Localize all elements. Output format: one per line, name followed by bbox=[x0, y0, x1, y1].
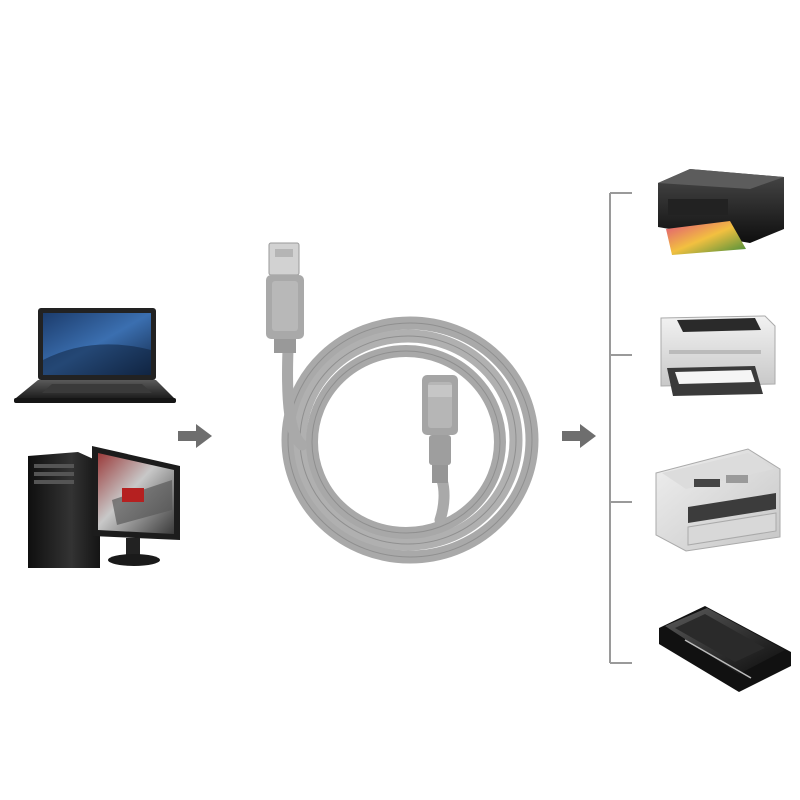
right-arrow-icon bbox=[562, 424, 596, 448]
device-bracket bbox=[609, 192, 632, 664]
multifunction-printer-icon bbox=[655, 448, 781, 552]
usb-a-to-usb-b-cable-icon bbox=[266, 242, 539, 564]
desktop-computer-icon bbox=[28, 446, 180, 568]
laser-printer-icon bbox=[660, 315, 776, 396]
laptop-icon bbox=[14, 308, 176, 403]
right-arrow-icon bbox=[178, 424, 212, 448]
flatbed-scanner-icon bbox=[659, 606, 791, 692]
photo-printer-icon bbox=[658, 169, 784, 255]
